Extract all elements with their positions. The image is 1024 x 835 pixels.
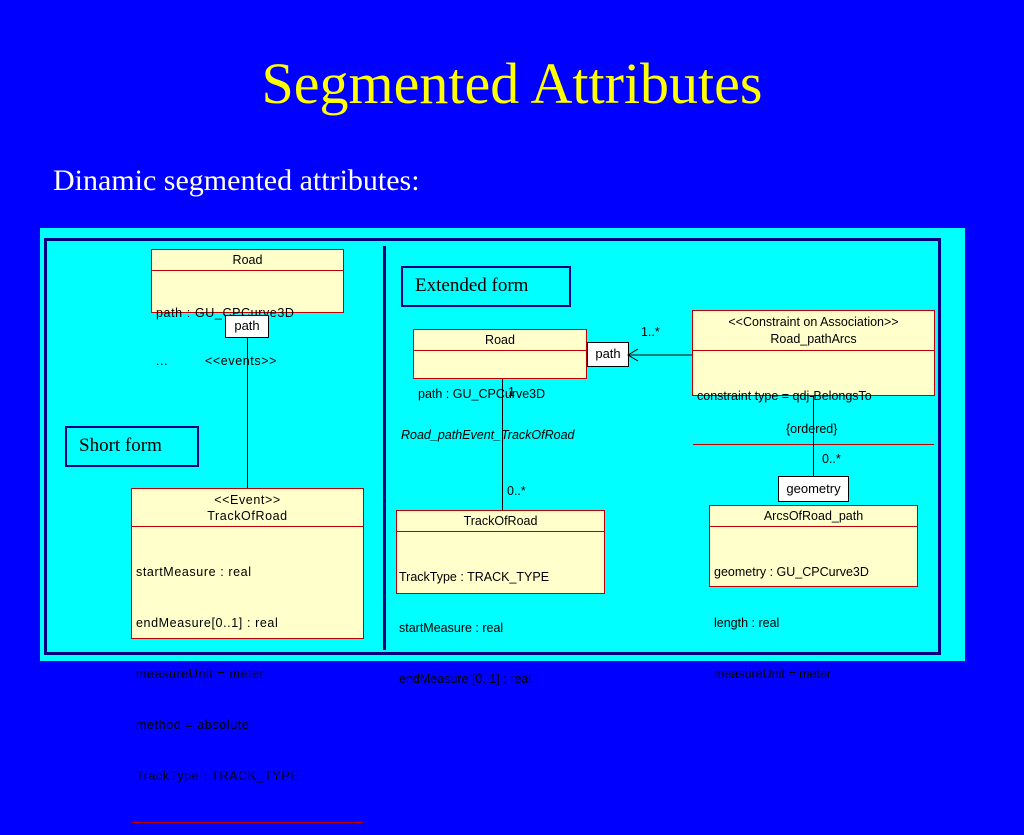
geometry-multiplicity: 0..* xyxy=(822,452,841,466)
road-track-link xyxy=(502,379,503,510)
ext-road-name: Road xyxy=(414,330,586,351)
constraint-stereotype: <<Constraint on Association>> xyxy=(728,315,899,329)
short-form-label: Short form xyxy=(65,426,199,467)
arcs-attr: length : real xyxy=(714,616,780,630)
short-road-name: Road xyxy=(152,250,343,271)
event-attr: endMeasure[0..1] : real xyxy=(136,616,279,630)
ordered-link xyxy=(813,396,814,476)
event-attr: TrackType : TRACK_TYPE xyxy=(136,769,300,783)
geometry-tag: geometry xyxy=(778,476,849,502)
track-multiplicity: 0..* xyxy=(507,484,526,498)
short-road-attr: ... xyxy=(156,354,169,368)
short-event-class: <<Event>> TrackOfRoad startMeasure : rea… xyxy=(131,488,364,823)
arcs-attr: measureUnit = meter xyxy=(714,667,832,681)
constraint-class: <<Constraint on Association>> Road_pathA… xyxy=(692,310,935,445)
short-road-class: Road path : GU_CPCurve3D ... xyxy=(151,249,344,368)
association-label: Road_pathEvent_TrackOfRoad xyxy=(401,428,575,442)
short-path-tag: path xyxy=(225,315,269,338)
event-attr: method = absolute xyxy=(136,718,250,732)
arcs-class: ArcsOfRoad_path geometry : GU_CPCurve3D … xyxy=(709,505,918,681)
ordered-label: {ordered} xyxy=(786,422,838,436)
ext-road-attr: path : GU_CPCurve3D xyxy=(418,387,546,401)
track-attr: TrackType : TRACK_TYPE xyxy=(399,570,550,584)
short-events-link xyxy=(247,338,248,488)
event-attr: measureUnit = meter xyxy=(136,667,265,681)
event-class-name: TrackOfRoad xyxy=(207,509,288,523)
slide-subtitle: Dinamic segmented attributes: xyxy=(53,164,420,197)
arcs-attr: geometry : GU_CPCurve3D xyxy=(714,565,869,579)
extended-form-label: Extended form xyxy=(401,266,571,307)
ext-road-class: Road path : GU_CPCurve3D xyxy=(413,329,587,401)
event-attr: startMeasure : real xyxy=(136,565,252,579)
events-stereotype-label: <<events>> xyxy=(205,354,278,368)
short-road-attr: path : GU_CPCurve3D xyxy=(156,306,295,320)
constraint-class-name: Road_pathArcs xyxy=(770,332,857,346)
slide-title: Segmented Attributes xyxy=(261,51,763,116)
track-attr: endMeasure [0..1] : real xyxy=(399,672,532,686)
constraint-multiplicity: 1..* xyxy=(641,325,660,339)
ext-path-tag: path xyxy=(587,342,629,367)
ext-track-class: TrackOfRoad TrackType : TRACK_TYPE start… xyxy=(396,510,605,686)
event-stereotype: <<Event>> xyxy=(214,493,281,507)
form-divider xyxy=(383,246,386,650)
uml-diagram: Road path : GU_CPCurve3D ... path <<even… xyxy=(40,228,965,823)
road-multiplicity: 1 xyxy=(508,385,515,399)
diagram-frame xyxy=(44,238,941,655)
arcs-class-name: ArcsOfRoad_path xyxy=(710,506,917,527)
track-attr: startMeasure : real xyxy=(399,621,504,635)
constraint-attr: constraint type = qdj-BelongsTo xyxy=(697,389,872,403)
ext-track-name: TrackOfRoad xyxy=(397,511,604,532)
constraint-arrow xyxy=(627,348,694,362)
